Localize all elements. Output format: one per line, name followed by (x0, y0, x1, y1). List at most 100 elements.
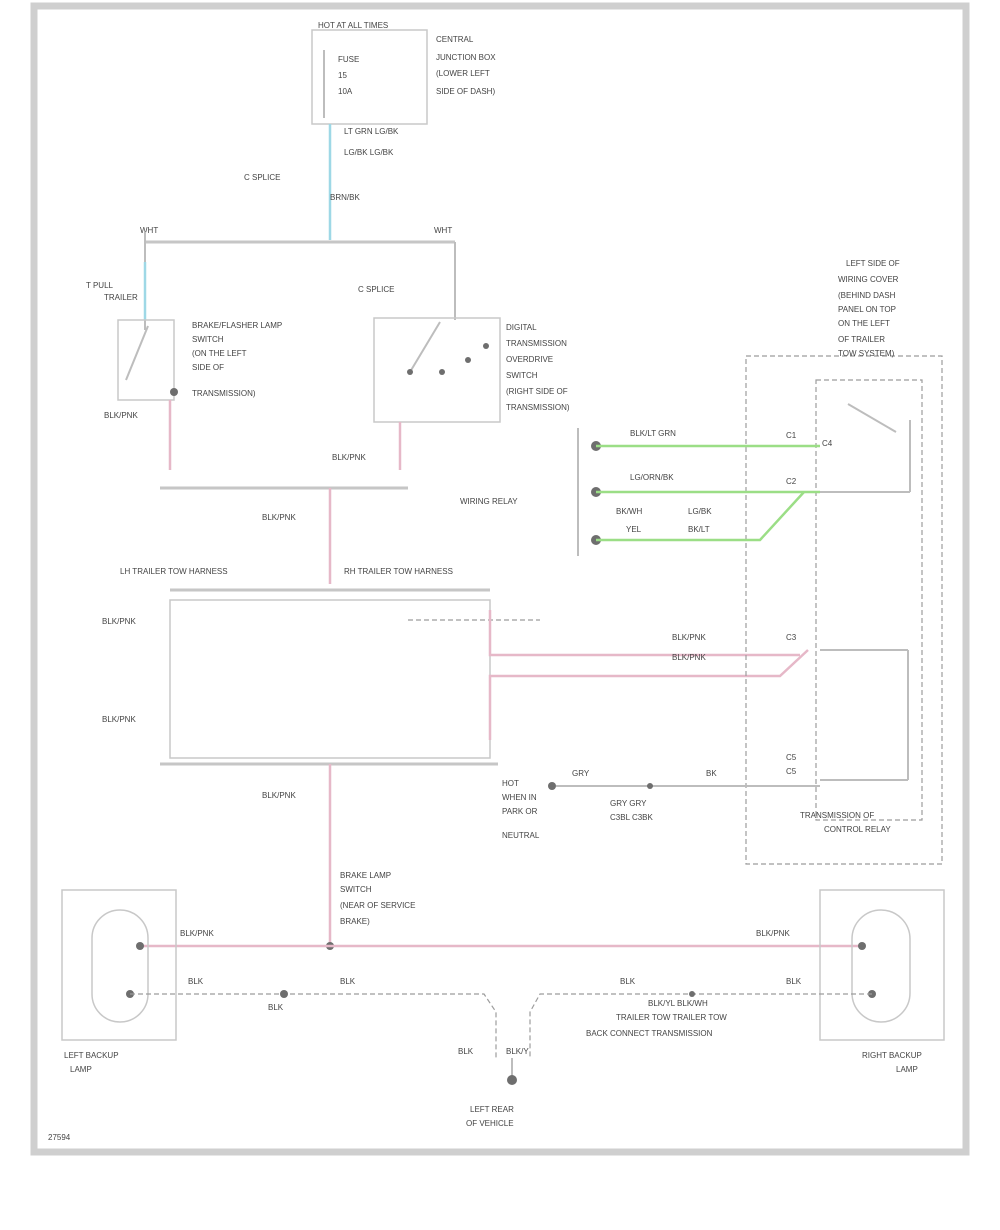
left-lamp-terminal-a (136, 942, 144, 950)
right-switch-arm (409, 321, 441, 373)
splice-note-3: (NEAR OF SERVICE (340, 901, 415, 910)
right-switch-terminal-1 (407, 369, 413, 375)
left-switch-arm (125, 325, 149, 381)
green-wire-c (596, 491, 805, 542)
right-box-note-5: ON THE LEFT (838, 319, 890, 328)
left-switch-note-1: BRAKE/FLASHER LAMP (192, 321, 282, 330)
right-lamp-box (819, 889, 945, 1041)
wire-top-c: BRN/BK (330, 193, 360, 202)
green-pin-c: C3 (786, 633, 797, 642)
battery-note-3: PARK OR (502, 807, 538, 816)
ground-right-b: BLK (786, 977, 802, 986)
ground-left-c: BLK (340, 977, 356, 986)
ground-left-connector (280, 990, 288, 998)
green-pin-a: C1 (786, 431, 797, 440)
ground-center-note-1: LEFT REAR (470, 1105, 514, 1114)
green-c-label-2: LG/BK (688, 507, 712, 516)
ground-wire-e: BK (706, 769, 717, 778)
wire-top-b: LG/BK LG/BK (344, 148, 394, 157)
ground-wire-left (130, 993, 497, 1058)
right-box-note-4: PANEL ON TOP (838, 305, 896, 314)
ground-center-node (507, 1075, 517, 1085)
battery-feed-connector (647, 783, 653, 789)
left-switch-terminal (170, 388, 178, 396)
fuse-box-note-2: JUNCTION BOX (436, 53, 496, 62)
right-switch-note-5: (RIGHT SIDE OF (506, 387, 568, 396)
lamp-right-label-1: RIGHT BACKUP (862, 1051, 922, 1060)
left-lamp-box (61, 889, 177, 1041)
pink-wire-module-out-a (488, 610, 800, 657)
right-switch-terminal-4 (483, 343, 489, 349)
right-switch-terminal-2 (439, 369, 445, 375)
ground-center-b: BLK/Y (506, 1047, 529, 1056)
right-switch-note-2: TRANSMISSION (506, 339, 567, 348)
left-switch-wire-label: BLK/PNK (104, 411, 138, 420)
battery-note-1: HOT (502, 779, 519, 788)
battery-note-2: WHEN IN (502, 793, 537, 802)
ground-left-b: BLK (268, 1003, 284, 1012)
lamp-right-wire: BLK/PNK (756, 929, 790, 938)
relay-label: WIRING RELAY (460, 497, 518, 506)
diagram-id: 27594 (48, 1133, 71, 1142)
module-wire-left-top: BLK/PNK (102, 617, 136, 626)
left-switch-box-label: TRAILER (104, 293, 138, 302)
module-out-a-label: BLK/PNK (672, 633, 706, 642)
relay-inner-dashed-box (815, 379, 923, 821)
ground-left-a: BLK (188, 977, 204, 986)
right-switch-note-3: OVERDRIVE (506, 355, 553, 364)
splice-note-2: SWITCH (340, 885, 372, 894)
green-c-label-4: BK/LT (688, 525, 710, 534)
fuse-row-3: 10A (338, 87, 353, 96)
pink-wire-module-out-b (488, 649, 809, 740)
fuse-row-2: 15 (338, 71, 347, 80)
diagram-frame (30, 2, 970, 1156)
right-switch-note-6: TRANSMISSION) (506, 403, 570, 412)
fuse-row-1: FUSE (338, 55, 359, 64)
right-switch-note-1: DIGITAL (506, 323, 537, 332)
ground-pin: C5 (786, 753, 797, 762)
right-switch-terminal-3 (465, 357, 471, 363)
fuse-box-note-4: SIDE OF DASH) (436, 87, 495, 96)
right-bottom-note-2: CONTROL RELAY (824, 825, 891, 834)
ground-right-note-3: BACK CONNECT TRANSMISSION (586, 1029, 713, 1038)
ground-right-a: BLK (620, 977, 636, 986)
module-wire-left-bottom: BLK/PNK (102, 715, 136, 724)
ground-wire-d: C3BL C3BK (610, 813, 654, 822)
right-box-note-2: WIRING COVER (838, 275, 899, 284)
left-switch-note-3: (ON THE LEFT (192, 349, 247, 358)
mid-wire-label: BLK/PNK (262, 513, 296, 522)
module-bottom-wire: BLK/PNK (262, 791, 296, 800)
module-out-b-label: BLK/PNK (672, 653, 706, 662)
lamp-left-label-1: LEFT BACKUP (64, 1051, 119, 1060)
green-b-label: LG/ORN/BK (630, 473, 674, 482)
green-pin-b: C2 (786, 477, 797, 486)
right-switch-note-4: SWITCH (506, 371, 538, 380)
relay-switch-arm (847, 403, 897, 433)
module-box (169, 599, 491, 759)
battery-feed-node (548, 782, 556, 790)
right-lamp-lens (851, 909, 911, 1023)
right-box-note-7: TOW SYSTEM) (838, 349, 895, 358)
fuse-box (311, 29, 428, 125)
right-lamp-terminal-a (858, 942, 866, 950)
green-c-label-3: YEL (626, 525, 642, 534)
left-switch-note-5: TRANSMISSION) (192, 389, 256, 398)
lamp-left-wire: BLK/PNK (180, 929, 214, 938)
fuse-box-note-3: (LOWER LEFT (436, 69, 490, 78)
bus-left-label: WHT (140, 226, 158, 235)
module-label-right: RH TRAILER TOW HARNESS (344, 567, 453, 576)
relay-pin-b: C5 (786, 767, 797, 776)
fuse-box-note-1: CENTRAL (436, 35, 474, 44)
lamp-left-label-2: LAMP (70, 1065, 92, 1074)
left-switch-note-2: SWITCH (192, 335, 224, 344)
left-lamp-lens (91, 909, 149, 1023)
right-bottom-note-1: TRANSMISSION OF (800, 811, 874, 820)
green-a-label: BLK/LT GRN (630, 429, 676, 438)
right-switch-box (373, 317, 501, 423)
splice-note-4: BRAKE) (340, 917, 370, 926)
splice-note-1: BRAKE LAMP (340, 871, 391, 880)
left-switch-note-4: SIDE OF (192, 363, 224, 372)
right-switch-wire-label: BLK/PNK (332, 453, 366, 462)
ground-wire-a: GRY (572, 769, 590, 778)
